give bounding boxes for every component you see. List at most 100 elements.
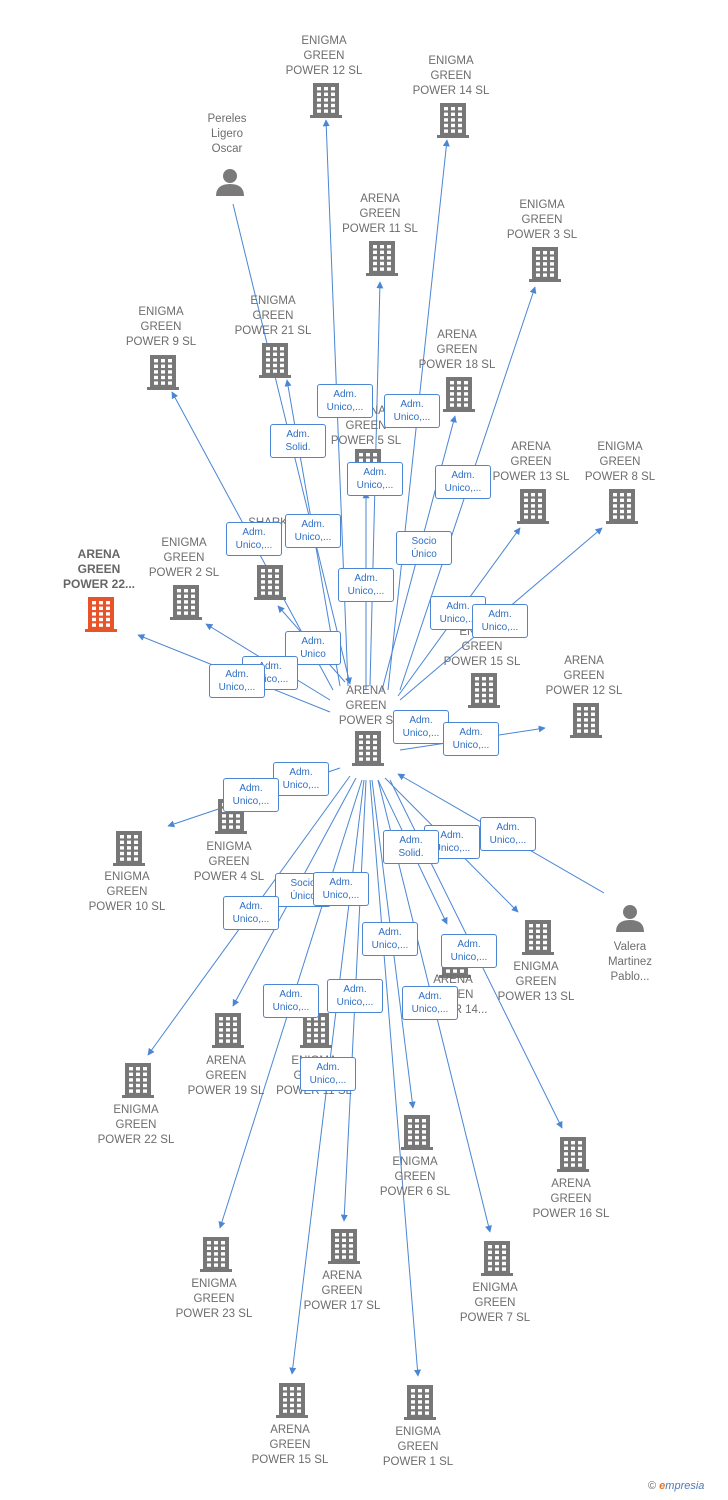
building-icon[interactable]: [481, 1241, 513, 1276]
node-eg21[interactable]: ENIGMA GREEN POWER 21 SL: [213, 294, 333, 339]
node-label: ENIGMA GREEN POWER 13 SL: [497, 961, 575, 1003]
building-icon[interactable]: [557, 1137, 589, 1172]
relationship-badge[interactable]: Adm. Unico,...: [313, 872, 369, 906]
building-icon[interactable]: [437, 103, 469, 138]
node-ag19[interactable]: ARENA GREEN POWER 19 SL: [166, 1054, 286, 1099]
node-pereles[interactable]: Pereles Ligero Oscar: [167, 112, 287, 157]
brand-name: mpresia: [665, 1480, 705, 1492]
relationship-badge[interactable]: Adm. Unico,...: [338, 568, 394, 602]
node-eg4[interactable]: ENIGMA GREEN POWER 4 SL: [169, 840, 289, 885]
building-icon[interactable]: [401, 1115, 433, 1150]
node-label: ARENA GREEN POWER 12 SL: [545, 655, 623, 697]
building-icon[interactable]: [310, 83, 342, 118]
building-icon[interactable]: [570, 703, 602, 738]
node-ag18[interactable]: ARENA GREEN POWER 18 SL: [397, 328, 517, 373]
node-eg14[interactable]: ENIGMA GREEN POWER 14 SL: [391, 54, 511, 99]
relationship-badge[interactable]: Adm. Unico,...: [362, 922, 418, 956]
relationship-badge[interactable]: Adm. Unico,...: [317, 384, 373, 418]
node-label: ENIGMA GREEN POWER 3 SL: [506, 199, 578, 241]
relationship-badge[interactable]: Socio Único: [396, 531, 452, 565]
relationship-badge[interactable]: Adm. Unico,...: [223, 778, 279, 812]
node-eg12[interactable]: ENIGMA GREEN POWER 12 SL: [264, 34, 384, 79]
relationship-badge[interactable]: Adm. Unico,...: [480, 817, 536, 851]
copyright-symbol: ©: [648, 1480, 657, 1492]
node-eg9[interactable]: ENIGMA GREEN POWER 9 SL: [101, 305, 221, 350]
relationship-badge[interactable]: Adm. Unico,...: [472, 604, 528, 638]
building-icon[interactable]: [147, 355, 179, 390]
relationship-badge[interactable]: Adm. Solid.: [383, 830, 439, 864]
node-label: ARENA GREEN POWER 17 SL: [303, 1270, 381, 1312]
node-label: ARENA GREEN POWER S: [338, 685, 394, 727]
relationship-badge[interactable]: Adm. Solid.: [270, 424, 326, 458]
building-icon[interactable]: [254, 565, 286, 600]
center-company-node[interactable]: ARENA GREEN POWER S: [306, 684, 426, 729]
footer-brand[interactable]: © empresia: [648, 1480, 704, 1492]
relationship-badge[interactable]: Adm. Unico,...: [273, 762, 329, 796]
node-eg3[interactable]: ENIGMA GREEN POWER 3 SL: [482, 198, 602, 243]
building-icon[interactable]: [468, 673, 500, 708]
building-icon[interactable]: [606, 489, 638, 524]
node-eg2[interactable]: ENIGMA GREEN POWER 2 SL: [124, 536, 244, 581]
relationship-badge[interactable]: Adm. Unico,...: [300, 1057, 356, 1091]
node-eg13[interactable]: ENIGMA GREEN POWER 13 SL: [476, 960, 596, 1005]
person-icon[interactable]: [216, 169, 244, 196]
relationship-badge[interactable]: Adm. Unico,...: [347, 462, 403, 496]
node-ag12[interactable]: ARENA GREEN POWER 12 SL: [524, 654, 644, 699]
building-icon[interactable]: [170, 585, 202, 620]
building-icon[interactable]: [517, 489, 549, 524]
node-ag11[interactable]: ARENA GREEN POWER 11 SL: [320, 192, 440, 237]
building-icon[interactable]: [200, 1237, 232, 1272]
building-icon[interactable]: [352, 731, 384, 766]
node-label: ENIGMA GREEN POWER 14 SL: [412, 55, 490, 97]
building-icon[interactable]: [113, 831, 145, 866]
building-icon[interactable]: [122, 1063, 154, 1098]
relationship-badge[interactable]: Adm. Unico,...: [393, 710, 449, 744]
person-icon[interactable]: [616, 905, 644, 932]
building-icon[interactable]: [328, 1229, 360, 1264]
node-label: ENIGMA GREEN POWER 7 SL: [459, 1282, 531, 1324]
node-label: ENIGMA GREEN POWER 2 SL: [148, 537, 220, 579]
node-ag16[interactable]: ARENA GREEN POWER 16 SL: [511, 1177, 631, 1222]
edge-line: [369, 779, 421, 1377]
node-eg7[interactable]: ENIGMA GREEN POWER 7 SL: [435, 1281, 555, 1326]
node-eg23[interactable]: ENIGMA GREEN POWER 23 SL: [154, 1277, 274, 1322]
relationship-badge[interactable]: Adm. Unico,...: [226, 522, 282, 556]
brand-logo-e: e: [659, 1480, 666, 1492]
node-label: ENIGMA GREEN POWER 21 SL: [234, 295, 312, 337]
relationship-badge[interactable]: Adm. Unico,...: [223, 896, 279, 930]
node-eg10[interactable]: ENIGMA GREEN POWER 10 SL: [67, 870, 187, 915]
building-icon[interactable]: [259, 343, 291, 378]
building-icon[interactable]: [366, 241, 398, 276]
relationship-badge[interactable]: Adm. Unico,...: [443, 722, 499, 756]
node-label: ENIGMA GREEN POWER 23 SL: [175, 1278, 253, 1320]
relationship-badge[interactable]: Adm. Unico,...: [441, 934, 497, 968]
building-icon[interactable]: [443, 377, 475, 412]
relationship-badge[interactable]: Adm. Unico,...: [402, 986, 458, 1020]
node-label: ARENA GREEN POWER 11 SL: [342, 193, 418, 235]
node-eg22[interactable]: ENIGMA GREEN POWER 22 SL: [76, 1103, 196, 1148]
node-eg6[interactable]: ENIGMA GREEN POWER 6 SL: [355, 1155, 475, 1200]
node-ag13[interactable]: ARENA GREEN POWER 13 SL: [471, 440, 591, 485]
node-eg1[interactable]: ENIGMA GREEN POWER 1 SL: [358, 1425, 478, 1470]
relationship-badge[interactable]: Adm. Unico,...: [285, 514, 341, 548]
building-icon[interactable]: [300, 1013, 332, 1048]
node-ag17[interactable]: ARENA GREEN POWER 17 SL: [282, 1269, 402, 1314]
node-ag22[interactable]: ARENA GREEN POWER 22...: [39, 547, 159, 592]
node-label: ENIGMA GREEN POWER 1 SL: [382, 1426, 454, 1468]
node-label: ARENA GREEN POWER 19 SL: [187, 1055, 265, 1097]
node-valera[interactable]: Valera Martinez Pablo...: [570, 940, 690, 985]
node-label: ARENA GREEN POWER 15 SL: [251, 1424, 329, 1466]
relationship-badge[interactable]: Adm. Unico,...: [327, 979, 383, 1013]
relationship-badge[interactable]: Adm. Unico,...: [384, 394, 440, 428]
relationship-badge[interactable]: Adm. Unico,...: [435, 465, 491, 499]
relationship-badge[interactable]: Adm. Unico,...: [209, 664, 265, 698]
building-icon[interactable]: [85, 597, 117, 632]
building-icon[interactable]: [276, 1383, 308, 1418]
building-icon[interactable]: [212, 1013, 244, 1048]
relationship-badge[interactable]: Adm. Unico,...: [263, 984, 319, 1018]
building-icon[interactable]: [404, 1385, 436, 1420]
building-icon[interactable]: [522, 920, 554, 955]
building-icon[interactable]: [529, 247, 561, 282]
node-ag15[interactable]: ARENA GREEN POWER 15 SL: [230, 1423, 350, 1468]
node-eg8[interactable]: ENIGMA GREEN POWER 8 SL: [560, 440, 680, 485]
